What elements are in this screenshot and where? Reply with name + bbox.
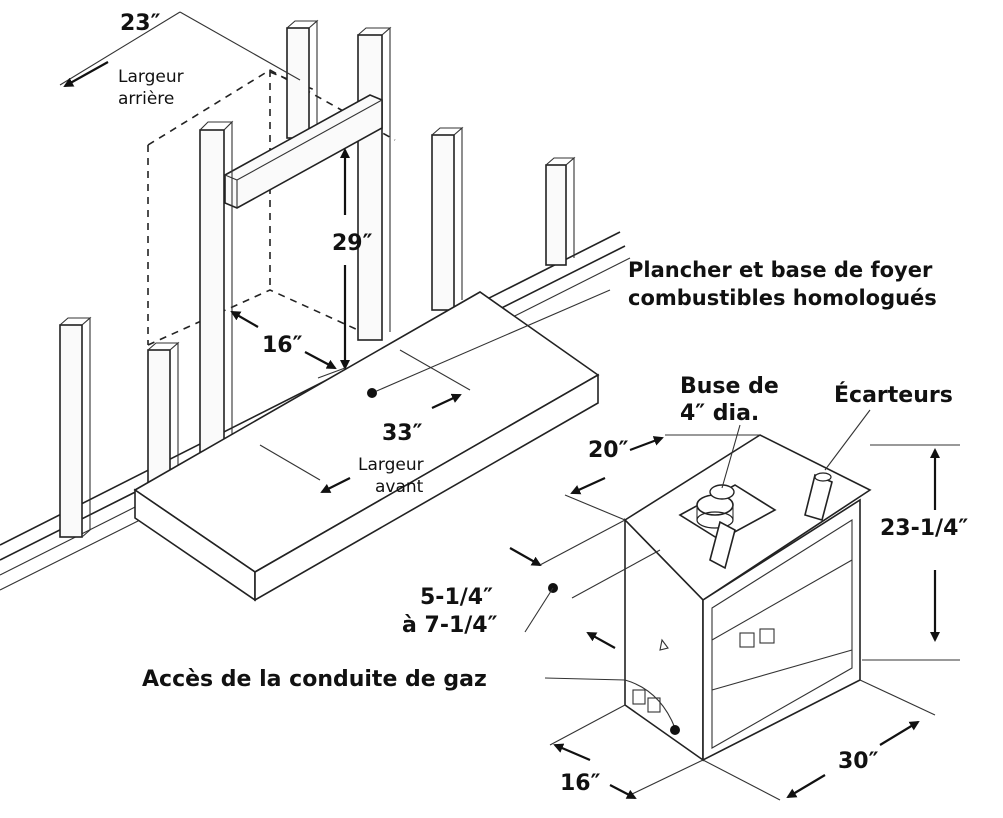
hearth-base [133, 291, 600, 602]
wall-framing [0, 126, 631, 591]
stud-header-back [286, 27, 310, 139]
flue-label-line1: Buse de [680, 374, 779, 399]
floor-label-line1: Plancher et base de foyer [628, 258, 933, 282]
standoffs-label: Écarteurs [834, 382, 953, 408]
flue-leader [721, 424, 741, 489]
stud-header-right [357, 34, 383, 341]
unit-height-value: 23-1/4″ [880, 516, 968, 541]
stud-right-2 [545, 164, 567, 266]
unit-top-width-value: 20″ [588, 438, 629, 463]
rear-width-label-1: Largeur [118, 67, 184, 87]
floor-label-line2: combustibles homologués [628, 286, 937, 310]
rear-width-label-2: arrière [118, 89, 174, 109]
unit-depth-value: 16″ [560, 771, 601, 796]
front-width-label-1: Largeur [358, 455, 424, 475]
standoff-front [709, 520, 736, 570]
front-width-value: 33″ [382, 421, 423, 446]
height-value: 29″ [332, 231, 373, 256]
header-frame [199, 19, 392, 453]
rear-width-value: 23″ [120, 11, 161, 36]
front-width-label-2: avant [375, 477, 424, 497]
depth-value: 16″ [262, 333, 303, 358]
stud-right-1 [431, 134, 455, 311]
framing-dimensions [59, 11, 611, 493]
fireplace-unit [623, 434, 872, 762]
gas-access-label: Accès de la conduite de gaz [142, 667, 487, 692]
offset-label-line1: 5-1/4″ [420, 585, 493, 610]
unit-dimensions [509, 434, 960, 801]
flue-label-line2: 4″ dia. [680, 401, 759, 426]
offset-label-line2: à 7-1/4″ [402, 613, 498, 638]
standoff-back [804, 473, 833, 521]
stud-header-left [199, 129, 225, 453]
standoffs-leader [824, 409, 871, 471]
unit-width-value: 30″ [838, 749, 879, 774]
stud-left-1 [59, 324, 83, 538]
